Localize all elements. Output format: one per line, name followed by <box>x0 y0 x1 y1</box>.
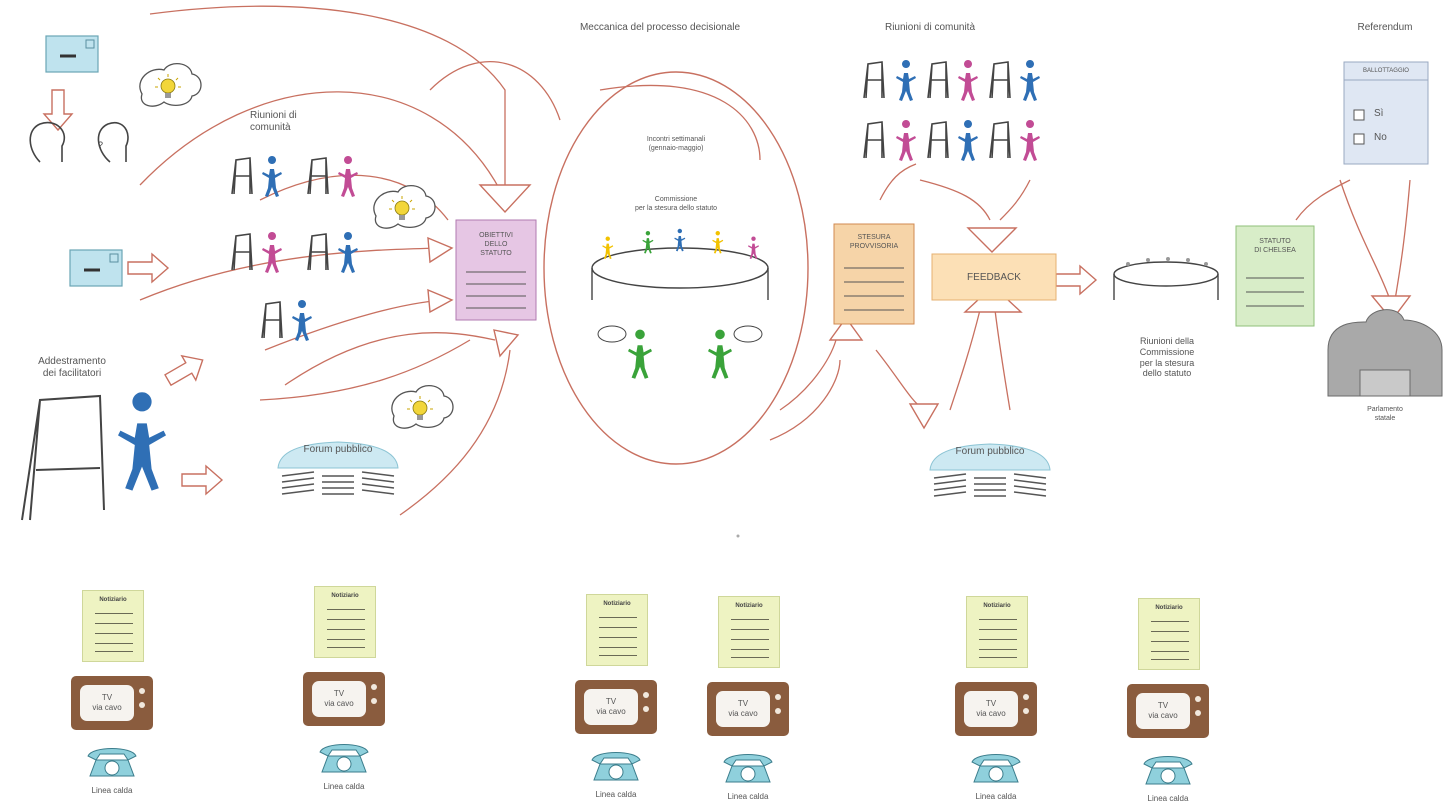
ballot-option-si: Sì <box>1374 108 1384 119</box>
newsletter-icon: Notiziario <box>82 590 144 662</box>
commission-meeting-icon <box>1113 257 1219 300</box>
stesura-document <box>833 223 915 325</box>
commissione-label: Commissione per la stesura dello statuto <box>634 196 718 212</box>
thinking-heads-icon: ? <box>29 121 129 163</box>
cable-tv-icon: TV via cavo <box>303 672 385 726</box>
telephone-icon <box>723 754 773 783</box>
newsletter-icon: Notiziario <box>1138 598 1200 670</box>
cable-tv-label: TV via cavo <box>1136 693 1190 729</box>
community-meeting-group-right <box>863 60 1040 161</box>
lightbulb-idea-icon <box>373 184 436 229</box>
diagram-title: Meccanica del processo decisionale <box>579 22 741 33</box>
riunioni-left-label: Riunioni di comunità <box>250 110 297 133</box>
riunioni-commissione-label: Riunioni della Commissione per la stesur… <box>1139 336 1195 379</box>
flow-arrows-centre <box>769 163 1411 441</box>
svg-text:?: ? <box>98 140 103 150</box>
ballot-option-no: No <box>1374 132 1387 143</box>
cable-tv-icon: TV via cavo <box>71 676 153 730</box>
newsletter-icon: Notiziario <box>966 596 1028 668</box>
hotline-label: Linea calda <box>323 782 365 791</box>
newsletter-label: Notiziario <box>735 603 763 609</box>
hotline-label: Linea calda <box>595 790 637 799</box>
arrowheads <box>43 89 532 495</box>
facilitator-training-icon <box>21 392 166 521</box>
hotline-label: Linea calda <box>1147 794 1189 803</box>
parlamento-label: Parlamento statale <box>1367 406 1403 422</box>
community-meeting-group <box>231 156 358 341</box>
newsletter-icon: Notiziario <box>718 596 780 668</box>
obiettivi-label: OBIETTIVI DELLO STATUTO <box>479 232 513 257</box>
cable-tv-label: TV via cavo <box>964 691 1018 727</box>
referendum-label: Referendum <box>1357 22 1413 33</box>
incontri-label: Incontri settimanali (gennaio-maggio) <box>646 136 706 152</box>
cable-tv-icon: TV via cavo <box>707 682 789 736</box>
forum-left-label: Forum pubblico <box>303 444 373 455</box>
cable-tv-icon: TV via cavo <box>955 682 1037 736</box>
lightbulb-idea-icon <box>139 62 202 107</box>
cable-tv-label: TV via cavo <box>312 681 366 717</box>
cable-tv-icon: TV via cavo <box>1127 684 1209 738</box>
newsletter-label: Notiziario <box>99 597 127 603</box>
newsletter-icon: Notiziario <box>314 586 376 658</box>
telephone-icon <box>591 752 641 781</box>
feedback-box <box>931 253 1057 301</box>
hotline-label: Linea calda <box>727 792 769 801</box>
statuto-chelsea-label: STATUTO DI CHELSEA <box>1254 238 1296 254</box>
telephone-icon <box>319 744 369 773</box>
addestramento-label: Addestramento dei facilitatori <box>38 356 106 379</box>
feedback-label: FEEDBACK <box>967 272 1021 283</box>
lightbulb-idea-icon <box>391 384 454 429</box>
obiettivi-document <box>455 219 537 321</box>
hotline-label: Linea calda <box>975 792 1017 801</box>
stesura-label: STESURA PROVVISORIA <box>849 234 899 250</box>
telephone-icon <box>971 754 1021 783</box>
ballot-header: BALLOTTAGGIO <box>1363 68 1409 74</box>
newsletter-label: Notiziario <box>603 601 631 607</box>
ballot-icon <box>1343 61 1429 165</box>
arrowheads-right <box>828 227 1412 430</box>
statuto-chelsea-document <box>1235 225 1315 327</box>
newsletter-label: Notiziario <box>1155 605 1183 611</box>
cable-tv-label: TV via cavo <box>716 691 770 727</box>
weekly-meetings-ellipse <box>543 71 809 465</box>
mail-icon <box>44 34 100 74</box>
newsletter-icon: Notiziario <box>586 594 648 666</box>
telephone-icon <box>1143 756 1193 785</box>
mail-icon <box>68 248 124 288</box>
telephone-icon <box>87 748 137 777</box>
riunioni-top-label: Riunioni di comunità <box>884 22 976 33</box>
cable-tv-label: TV via cavo <box>584 689 638 725</box>
hotline-label: Linea calda <box>91 786 133 795</box>
cable-tv-label: TV via cavo <box>80 685 134 721</box>
parliament-building-icon <box>1327 309 1443 397</box>
cable-tv-icon: TV via cavo <box>575 680 657 734</box>
newsletter-label: Notiziario <box>331 593 359 599</box>
forum-right-label: Forum pubblico <box>955 446 1025 457</box>
flow-arrows-left <box>139 5 761 516</box>
newsletter-label: Notiziario <box>983 603 1011 609</box>
stray-dot <box>736 534 740 538</box>
